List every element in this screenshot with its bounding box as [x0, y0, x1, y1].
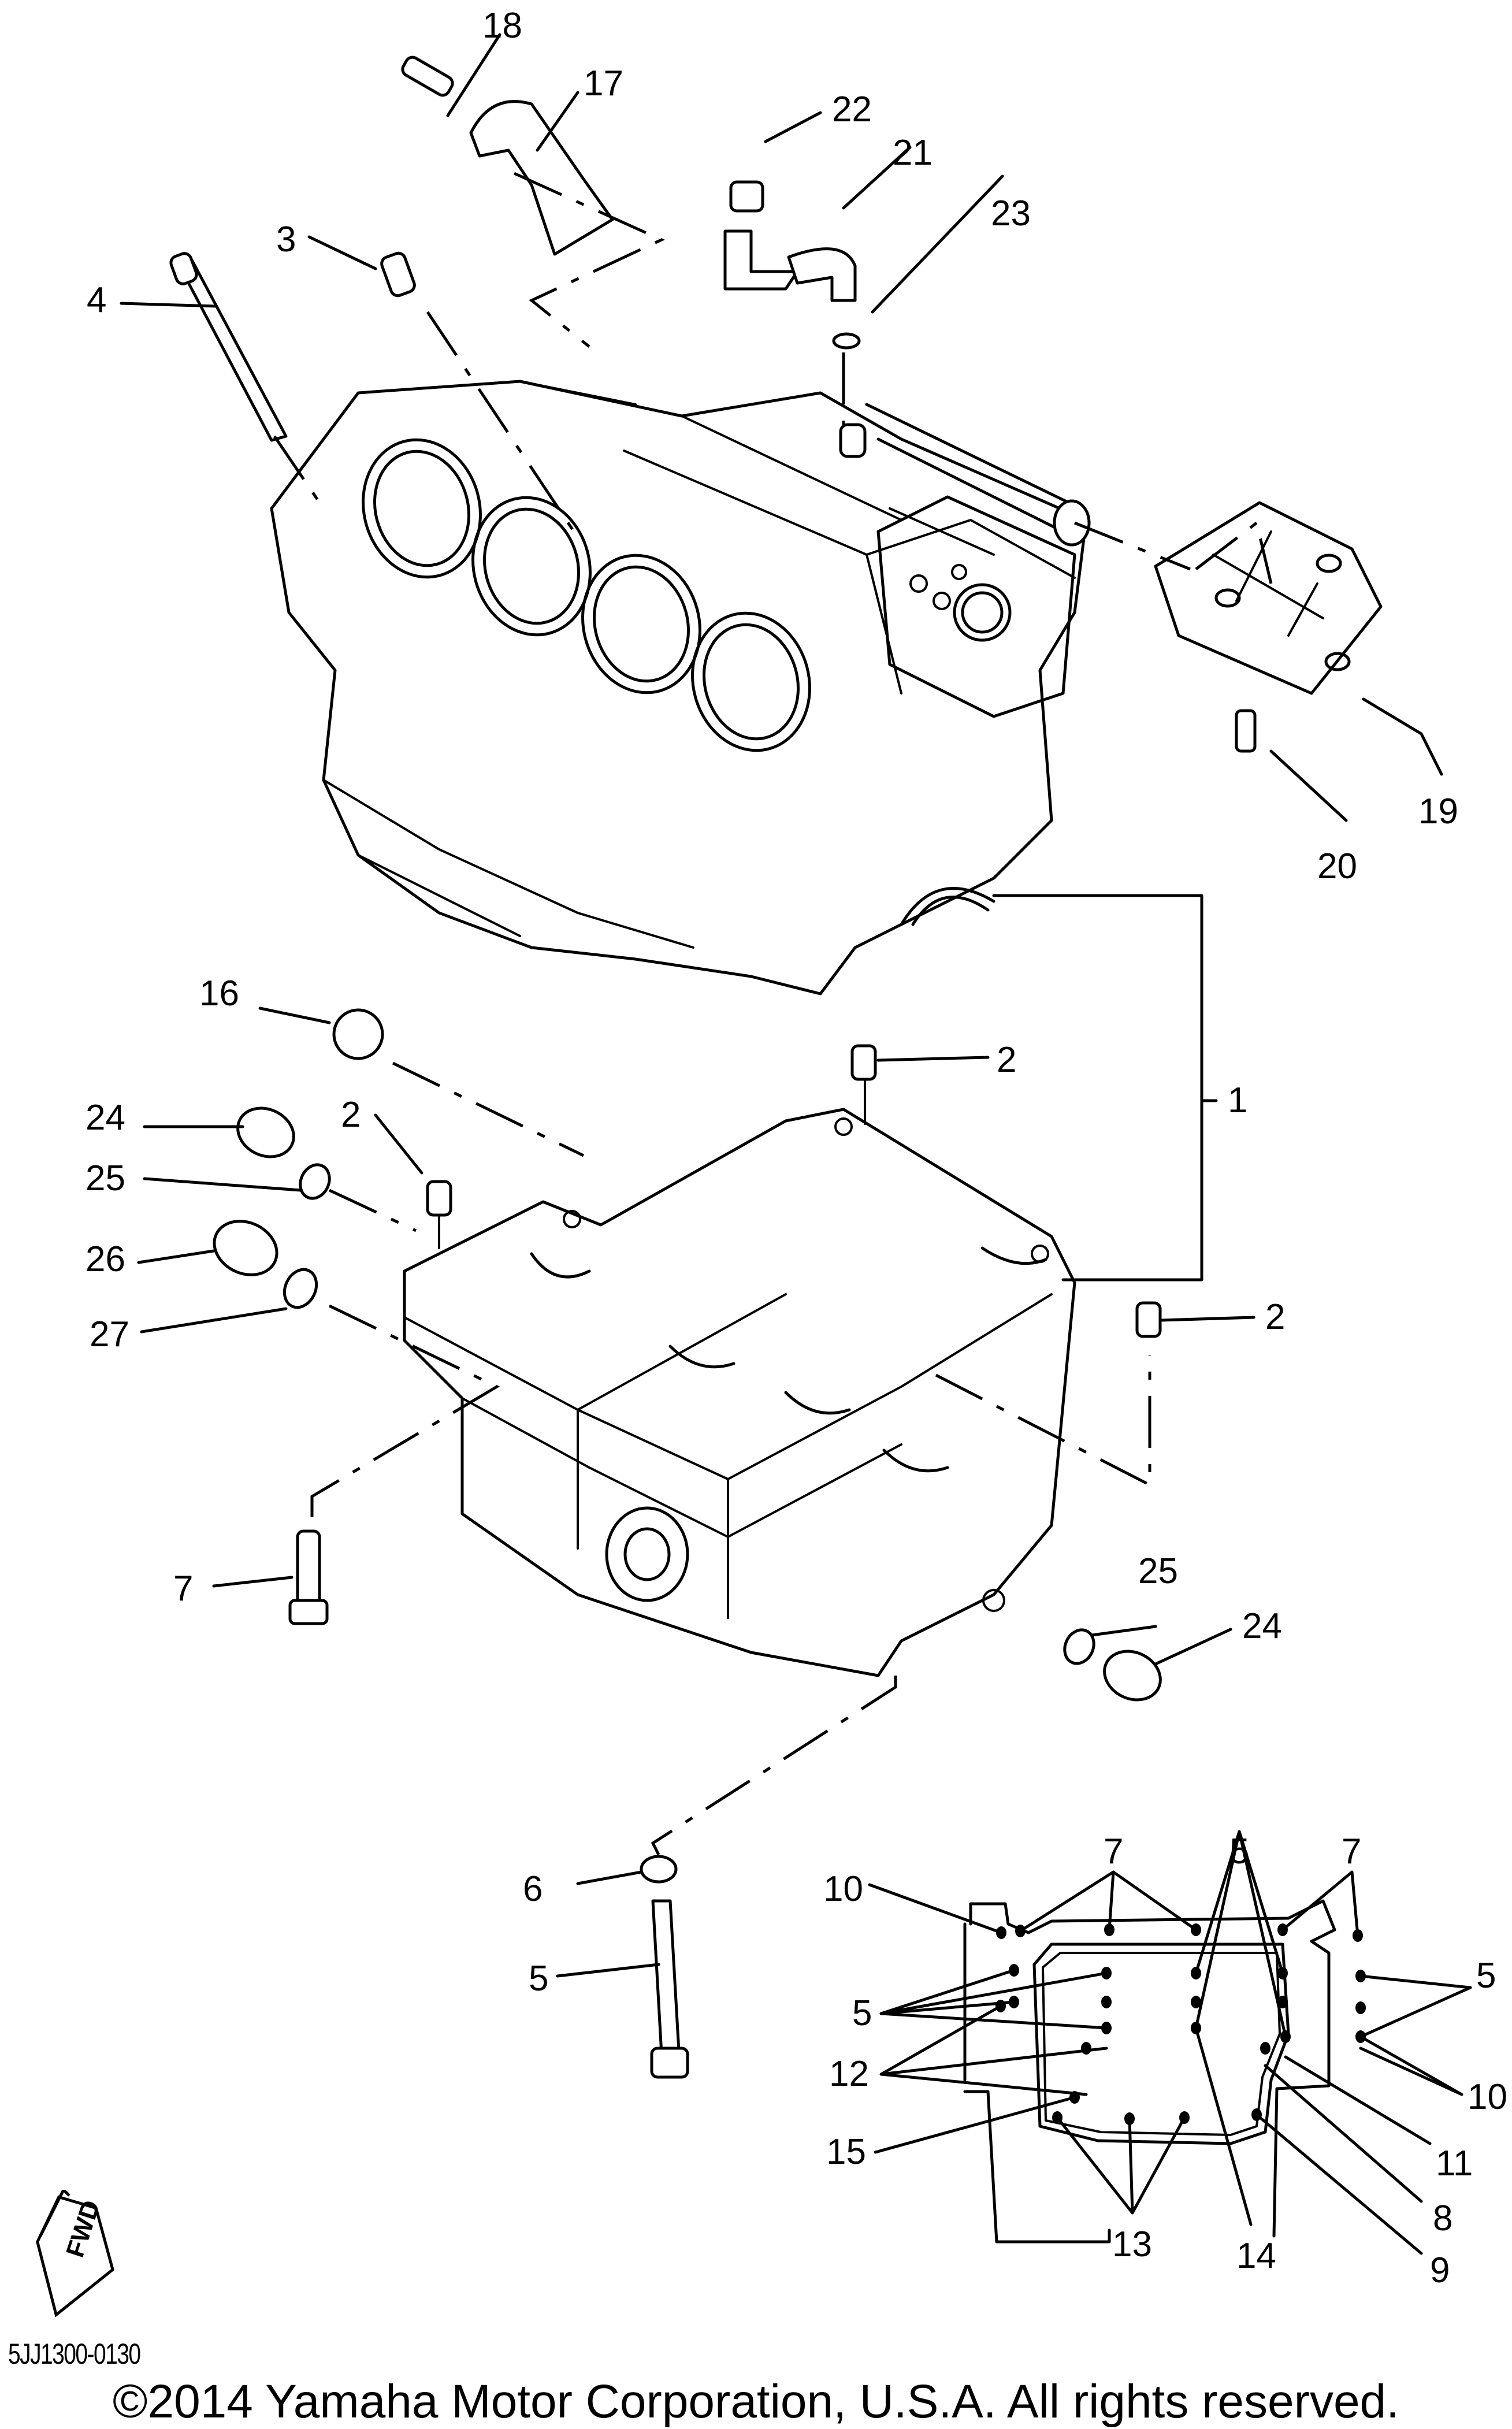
callout-3: 3: [276, 220, 296, 259]
inset-callout-15: 15: [826, 2132, 866, 2172]
callout-23: 23: [991, 194, 1031, 233]
part-24-plug-right: [1103, 1650, 1162, 1702]
bolt-pattern-inset: 10 7 5 7 5 5 12 10 15 11 8 9 13 14: [823, 1830, 1507, 2290]
callout-1: 1: [1228, 1080, 1247, 1120]
callout-4: 4: [87, 280, 106, 320]
part-23-clip: [832, 332, 861, 350]
callout-25a: 25: [86, 1158, 125, 1198]
part-2-dowel-c: [1135, 1301, 1162, 1338]
part-20-bolt: [1235, 709, 1257, 753]
part-7-bolt: [288, 1529, 329, 1625]
part-26-plug: [213, 1220, 278, 1276]
part-21-hose: [723, 229, 799, 291]
part-2-dowel-a: [850, 1044, 877, 1081]
inset-callout-5left: 5: [852, 1993, 872, 2033]
callout-6: 6: [523, 1869, 543, 1909]
callout-labels: 18 17 22 21 23 3 4 19 20 16 2 1 24 2 25 …: [86, 6, 1458, 1999]
part-16-plug: [332, 1008, 384, 1060]
callout-18: 18: [482, 6, 522, 46]
upper-crankcase: [270, 380, 1091, 996]
inset-callout-5right: 5: [1476, 1956, 1496, 1996]
part-5-bolt: [650, 1899, 689, 2079]
leader-lines: [120, 33, 1443, 1978]
part-27-oring: [283, 1268, 318, 1309]
inset-callout-12: 12: [829, 2054, 869, 2094]
callout-16: 16: [199, 974, 239, 1013]
callout-24b: 24: [1242, 1606, 1282, 1646]
part-25-oring-left: [299, 1163, 331, 1200]
inset-callout-9: 9: [1430, 2250, 1450, 2290]
callout-17: 17: [584, 64, 623, 103]
callout-25b: 25: [1138, 1551, 1178, 1591]
inset-callout-13: 13: [1112, 2224, 1152, 2264]
callout-7: 7: [173, 1569, 193, 1609]
part-25-oring-right: [1063, 1628, 1095, 1665]
callout-20: 20: [1317, 846, 1357, 886]
callout-2c: 2: [1265, 1297, 1285, 1337]
part-22-clamp: [729, 180, 764, 213]
part-4-stud: [169, 252, 288, 442]
inset-callout-7b: 7: [1342, 1832, 1361, 1871]
part-24-plug-left: [236, 1106, 295, 1158]
part-18-bolt: [401, 55, 454, 97]
copyright-notice: ©2014 Yamaha Motor Corporation, U.S.A. A…: [113, 2375, 1399, 2428]
lower-crankcase: [403, 1108, 1076, 1677]
callout-19: 19: [1418, 792, 1458, 831]
inset-callout-11: 11: [1436, 2144, 1473, 2183]
part-2-dowel-b: [426, 1180, 452, 1217]
inset-callout-8: 8: [1433, 2198, 1452, 2238]
callout-24a: 24: [86, 1098, 125, 1138]
forward-direction-arrow: FWD: [36, 2190, 114, 2317]
callout-2a: 2: [997, 1040, 1016, 1080]
inset-callout-5top: 5: [1229, 1832, 1249, 1871]
callout-21: 21: [893, 133, 933, 173]
part-21-hose-b: [787, 247, 857, 302]
inset-callout-10a: 10: [823, 1869, 863, 1909]
part-6-washer: [640, 1855, 678, 1884]
drawing-code: 5JJ1300-0130: [8, 2338, 141, 2370]
part-17-cover: [469, 100, 614, 256]
part-3-dowel: [380, 251, 416, 298]
callout-27: 27: [90, 1314, 129, 1354]
callout-2b: 2: [341, 1095, 361, 1135]
inset-callout-10b: 10: [1468, 2077, 1507, 2117]
inset-callout-14: 14: [1236, 2236, 1276, 2276]
inset-callout-7a: 7: [1104, 1832, 1123, 1871]
callout-26: 26: [86, 1239, 125, 1279]
callout-22: 22: [832, 90, 872, 129]
callout-5: 5: [529, 1959, 548, 1999]
part-19-plate: [1154, 501, 1383, 695]
